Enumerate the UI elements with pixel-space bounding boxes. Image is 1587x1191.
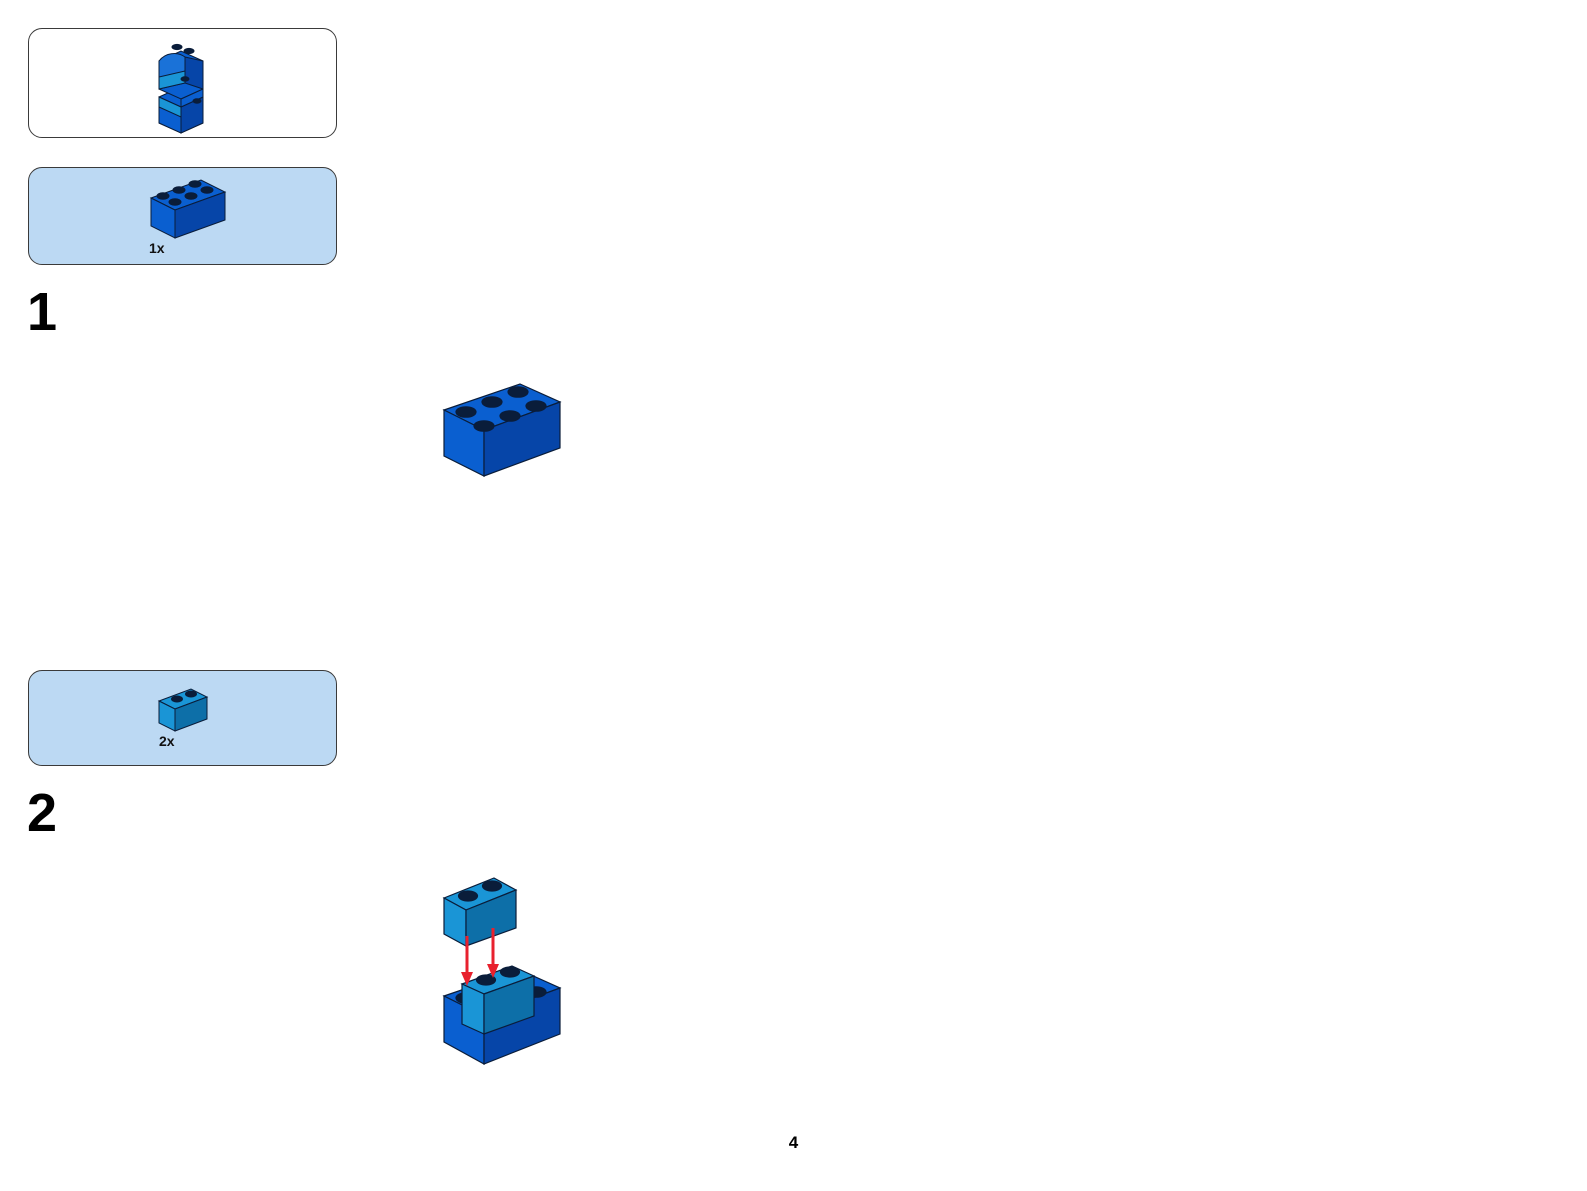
step-number: 2 — [27, 783, 58, 843]
part-quantity: 2x — [159, 733, 175, 749]
step-1-build-image — [442, 383, 562, 477]
arrow-down-icon — [461, 928, 499, 986]
part-quantity: 1x — [149, 240, 165, 256]
finished-model-icon — [158, 43, 204, 134]
step-number: 1 — [27, 282, 58, 342]
step-2-build-image — [442, 877, 562, 1066]
brick-1x2-azure-icon — [157, 688, 209, 732]
parts-list-step-1: 1x — [28, 167, 337, 265]
parts-list-step-2: 2x — [28, 670, 337, 766]
brick-2x3-blue-icon — [149, 179, 227, 239]
model-preview-box — [28, 28, 337, 138]
page-number: 4 — [788, 1133, 799, 1152]
